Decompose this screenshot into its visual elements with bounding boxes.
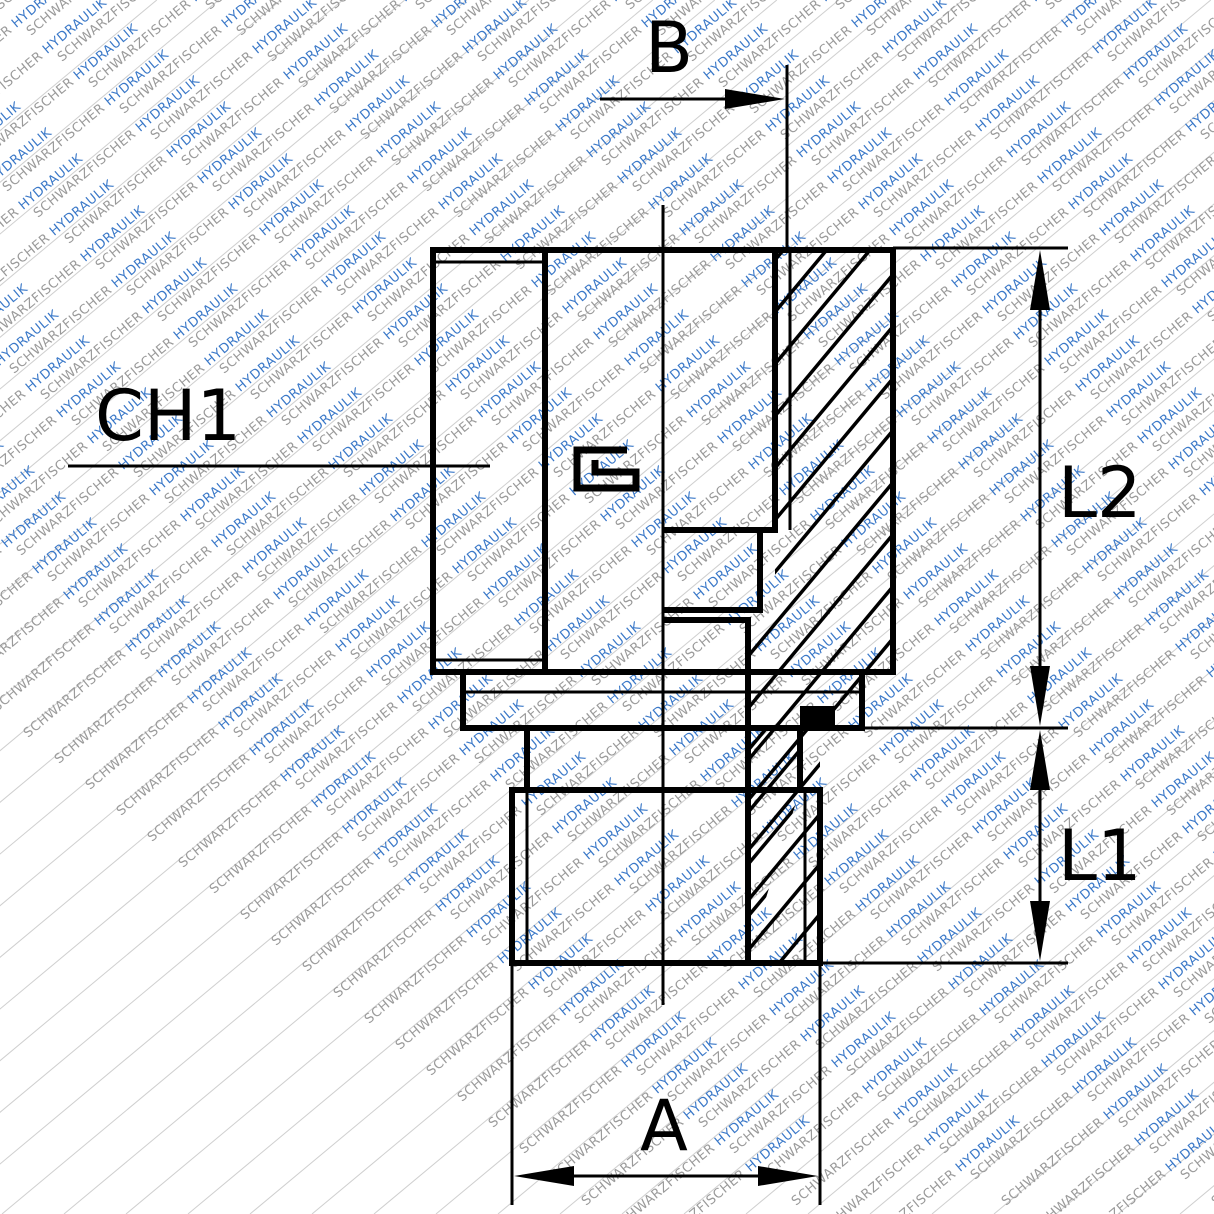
dim-label-a: A — [640, 1085, 688, 1167]
hatch-line — [748, 524, 893, 720]
watermark-stripe — [0, 0, 282, 235]
watermark-stripe — [0, 0, 716, 597]
watermark-stripe — [621, 720, 1214, 1214]
watermark-stripe — [0, 0, 1026, 855]
o-ring — [800, 706, 835, 728]
watermark-stripe — [0, 0, 468, 390]
watermark-stripe — [0, 0, 654, 545]
arrow-l1-bottom — [1030, 901, 1050, 961]
watermark-stripe — [0, 0, 964, 803]
hatch-line — [748, 728, 811, 804]
watermark-stripe — [63, 255, 1214, 1214]
hatch-line — [748, 761, 820, 854]
watermark-stripe — [0, 0, 1150, 958]
watermark-stripe — [931, 978, 1214, 1214]
watermark-stripe — [0, 0, 1088, 907]
watermark-stripe — [745, 823, 1214, 1214]
watermark-stripe — [0, 0, 840, 700]
watermark-stripe — [807, 875, 1214, 1214]
dimension-lines — [514, 89, 1050, 1186]
arrow-l2-bottom — [1030, 666, 1050, 726]
dim-label-b: B — [645, 7, 693, 89]
watermark-stripe — [869, 926, 1214, 1214]
hatch-line — [776, 911, 820, 963]
watermark-stripe — [249, 410, 1214, 1214]
watermark-stripe — [559, 668, 1214, 1214]
dim-label-l2: L2 — [1058, 452, 1142, 534]
watermark-stripe — [125, 306, 1214, 1214]
hatch-line — [748, 728, 769, 754]
dim-label-l1: L1 — [1058, 815, 1142, 897]
hatch-line — [748, 811, 820, 904]
watermark-stripe — [373, 513, 1214, 1214]
dim-label-ch1: CH1 — [95, 375, 241, 457]
arrow-l2-top — [1030, 250, 1050, 310]
watermark-stripe — [187, 358, 1214, 1214]
watermark-stripe — [0, 0, 778, 648]
section-hatching-lower — [748, 728, 820, 963]
arrow-a-right — [758, 1166, 818, 1186]
hatch-line — [748, 576, 893, 772]
watermark-stripe — [435, 565, 1214, 1214]
watermark-stripe — [683, 771, 1214, 1214]
watermark-stripe — [0, 0, 530, 442]
bore-step-outline — [663, 527, 763, 613]
seal-icon — [573, 446, 640, 492]
extension-lines — [68, 65, 1068, 1205]
hatch-line — [748, 472, 893, 668]
arrow-a-left — [514, 1166, 574, 1186]
watermark-stripe — [0, 0, 592, 493]
watermark-stripe — [0, 0, 344, 287]
watermark-stripe — [497, 616, 1214, 1214]
arrow-b — [725, 89, 785, 109]
watermark-stripe — [0, 0, 902, 752]
watermark-stripe — [0, 0, 406, 338]
arrow-l1-top — [1030, 730, 1050, 790]
hatch-line — [748, 628, 893, 824]
hatch-line — [748, 861, 820, 954]
